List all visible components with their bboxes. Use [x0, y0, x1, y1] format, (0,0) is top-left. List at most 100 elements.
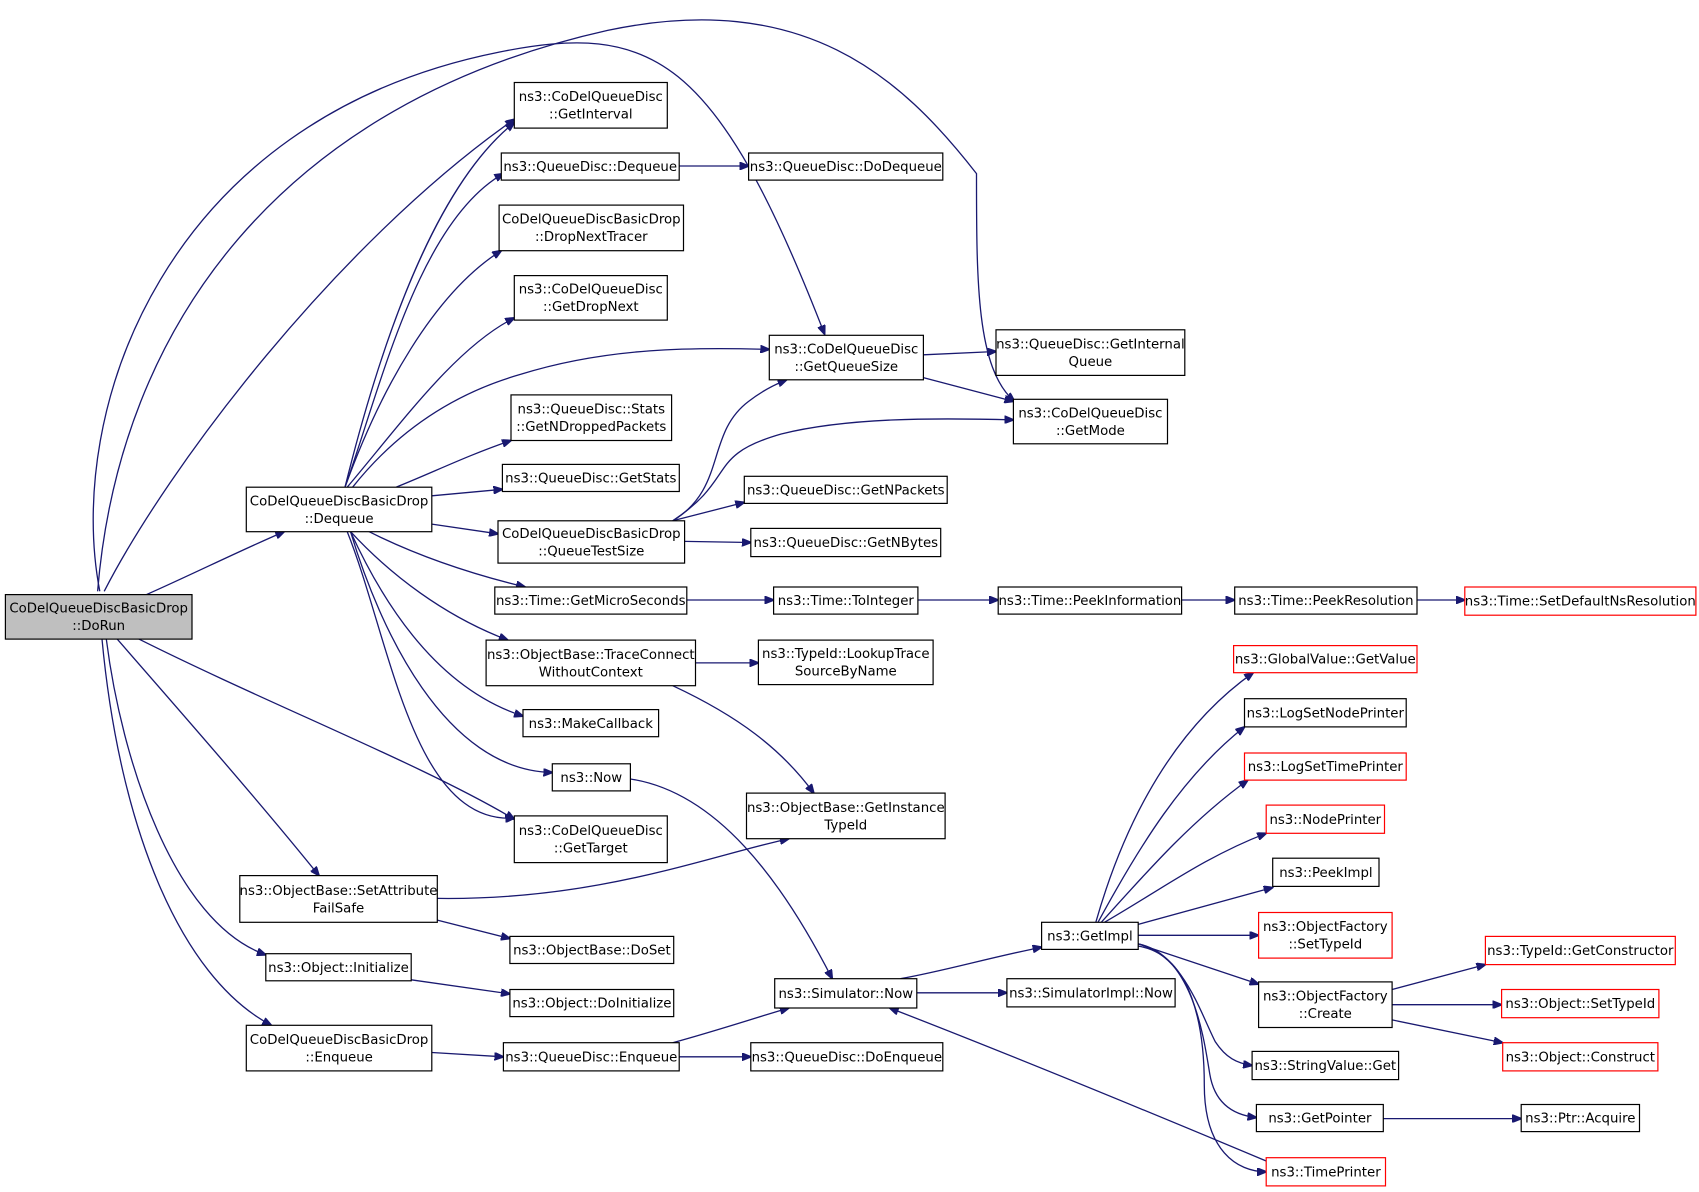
node-box[interactable] [551, 763, 631, 792]
node-gettarget[interactable]: ns3::CoDelQueueDisc::GetTarget [513, 815, 668, 864]
node-box[interactable] [513, 815, 668, 864]
node-now[interactable]: ns3::Now [551, 763, 631, 792]
node-getpointer[interactable]: ns3::GetPointer [1255, 1103, 1384, 1133]
node-bd_dequeue[interactable]: CoDelQueueDiscBasicDrop::Dequeue [245, 486, 433, 533]
node-box[interactable] [1234, 586, 1418, 615]
node-getmicroseconds[interactable]: ns3::Time::GetMicroSeconds [494, 586, 688, 615]
node-box[interactable] [245, 486, 433, 533]
node-of_settypeid[interactable]: ns3::ObjectFactory::SetTypeId [1257, 911, 1393, 959]
node-timeprinter[interactable]: ns3::TimePrinter [1265, 1157, 1387, 1187]
node-logsettime[interactable]: ns3::LogSetTimePrinter [1243, 752, 1407, 781]
node-getndropped[interactable]: ns3::QueueDisc::Stats::GetNDroppedPacket… [510, 394, 673, 442]
node-doinitialize[interactable]: ns3::Object::DoInitialize [509, 988, 675, 1018]
node-stringget[interactable]: ns3::StringValue::Get [1251, 1050, 1400, 1081]
node-dropnexttracer[interactable]: CoDelQueueDiscBasicDrop::DropNextTracer [498, 204, 685, 252]
node-box[interactable] [757, 639, 934, 686]
node-simnow[interactable]: ns3::Simulator::Now [774, 978, 918, 1009]
node-box[interactable] [1500, 988, 1660, 1019]
node-getvalue[interactable]: ns3::GlobalValue::GetValue [1232, 644, 1418, 674]
node-qd_dequeue[interactable]: ns3::QueueDisc::Dequeue [500, 152, 680, 181]
node-box[interactable] [1265, 804, 1386, 834]
node-box[interactable] [750, 1042, 944, 1072]
node-of_create[interactable]: ns3::ObjectFactory::Create [1257, 981, 1393, 1029]
node-box[interactable] [1520, 1103, 1641, 1133]
node-doset[interactable]: ns3::ObjectBase::DoSet [509, 935, 675, 965]
node-setdefaultns[interactable]: ns3::Time::SetDefaultNsResolution [1464, 586, 1697, 616]
node-box[interactable] [1257, 981, 1393, 1029]
node-box[interactable] [509, 988, 675, 1018]
node-box[interactable] [1006, 978, 1176, 1008]
node-box[interactable] [239, 874, 438, 923]
node-box[interactable] [1464, 586, 1697, 616]
node-getdropnext[interactable]: ns3::CoDelQueueDisc::GetDropNext [513, 275, 668, 321]
node-box[interactable] [501, 463, 680, 493]
node-traceconnect[interactable]: ns3::ObjectBase::TraceConnectWithoutCont… [485, 639, 697, 687]
node-getmode[interactable]: ns3::CoDelQueueDisc::GetMode [1012, 398, 1169, 445]
node-ptracquire[interactable]: ns3::Ptr::Acquire [1520, 1103, 1641, 1133]
node-qd_doenqueue[interactable]: ns3::QueueDisc::DoEnqueue [750, 1042, 944, 1072]
node-box[interactable] [513, 81, 668, 129]
node-box[interactable] [245, 1024, 433, 1072]
node-box[interactable] [1040, 921, 1139, 950]
node-box[interactable] [497, 520, 686, 564]
node-box[interactable] [4, 593, 193, 640]
node-getinterval[interactable]: ns3::CoDelQueueDisc::GetInterval [513, 81, 668, 129]
node-box[interactable] [510, 394, 673, 442]
node-box[interactable] [774, 978, 918, 1009]
node-box[interactable] [498, 204, 685, 252]
node-box[interactable] [768, 334, 924, 381]
node-box[interactable] [1265, 1157, 1387, 1187]
node-box[interactable] [1243, 752, 1407, 781]
node-box[interactable] [1232, 644, 1418, 674]
node-qd_dodequeue[interactable]: ns3::QueueDisc::DoDequeue [747, 152, 944, 181]
node-peekinformation[interactable]: ns3::Time::PeekInformation [997, 586, 1183, 615]
node-box[interactable] [500, 152, 680, 181]
node-box[interactable] [1257, 911, 1393, 959]
node-initialize[interactable]: ns3::Object::Initialize [265, 953, 412, 982]
node-box[interactable] [502, 1042, 680, 1072]
node-box[interactable] [509, 935, 675, 965]
node-dorun[interactable]: CoDelQueueDiscBasicDrop::DoRun [4, 593, 193, 640]
node-getnpackets[interactable]: ns3::QueueDisc::GetNPackets [743, 475, 948, 504]
node-box[interactable] [997, 586, 1183, 615]
node-box[interactable] [1243, 698, 1407, 728]
node-box[interactable] [522, 708, 660, 738]
node-getstats[interactable]: ns3::QueueDisc::GetStats [501, 463, 680, 493]
node-box[interactable] [485, 639, 697, 687]
node-box[interactable] [265, 953, 412, 982]
node-peekimpl[interactable]: ns3::PeekImpl [1272, 857, 1380, 888]
node-getnbytes[interactable]: ns3::QueueDisc::GetNBytes [750, 527, 942, 558]
node-box[interactable] [747, 152, 944, 181]
node-box[interactable] [1012, 398, 1169, 445]
node-construct[interactable]: ns3::Object::Construct [1502, 1042, 1659, 1072]
node-box[interactable] [494, 586, 688, 615]
node-getqueuesize[interactable]: ns3::CoDelQueueDisc::GetQueueSize [768, 334, 924, 381]
node-o_settypeid[interactable]: ns3::Object::SetTypeId [1500, 988, 1660, 1019]
node-box[interactable] [513, 275, 668, 321]
node-qd_enqueue[interactable]: ns3::QueueDisc::Enqueue [502, 1042, 680, 1072]
node-makecallback[interactable]: ns3::MakeCallback [522, 708, 660, 738]
node-peekresolution[interactable]: ns3::Time::PeekResolution [1234, 586, 1418, 615]
node-box[interactable] [1251, 1050, 1400, 1081]
node-bd_enqueue[interactable]: CoDelQueueDiscBasicDrop::Enqueue [245, 1024, 433, 1072]
node-box[interactable] [772, 586, 919, 615]
node-box[interactable] [1255, 1103, 1384, 1133]
node-box[interactable] [995, 329, 1186, 376]
node-box[interactable] [743, 475, 948, 504]
node-box[interactable] [750, 527, 942, 558]
node-simimplnow[interactable]: ns3::SimulatorImpl::Now [1006, 978, 1176, 1008]
node-queuetestsize[interactable]: CoDelQueueDiscBasicDrop::QueueTestSize [497, 520, 686, 564]
node-getimpl[interactable]: ns3::GetImpl [1040, 921, 1139, 950]
node-nodeprinter[interactable]: ns3::NodePrinter [1265, 804, 1386, 834]
node-tointeger[interactable]: ns3::Time::ToInteger [772, 586, 919, 615]
node-box[interactable] [1272, 857, 1380, 888]
node-box[interactable] [745, 792, 946, 840]
node-box[interactable] [1484, 935, 1676, 966]
node-logsetnode[interactable]: ns3::LogSetNodePrinter [1243, 698, 1407, 728]
node-box[interactable] [1502, 1042, 1659, 1072]
node-getconstructor[interactable]: ns3::TypeId::GetConstructor [1484, 935, 1676, 966]
